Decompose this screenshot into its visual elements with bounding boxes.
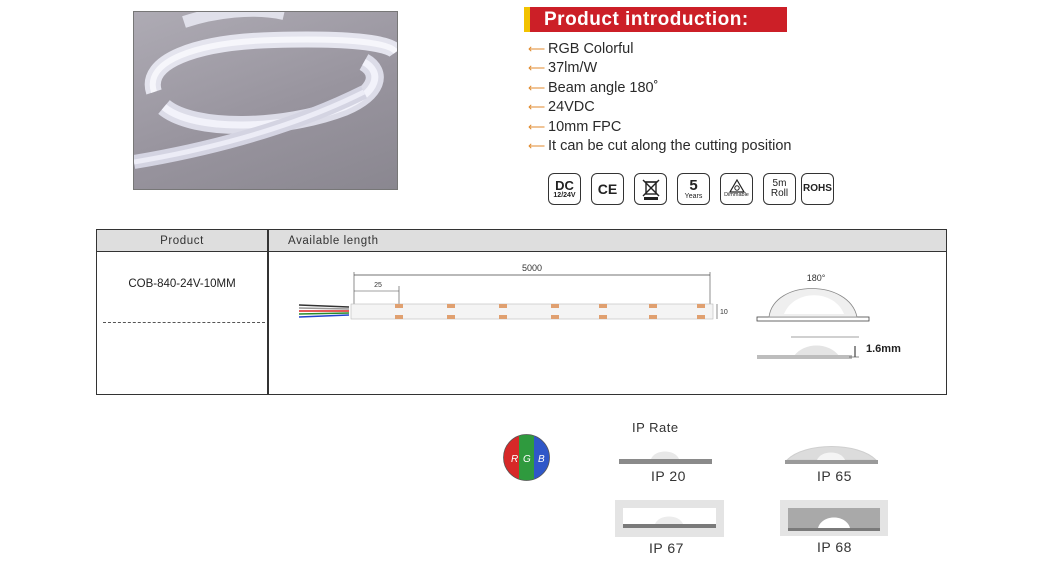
product-name: COB-840-24V-10MM	[128, 278, 236, 290]
banner-accent	[524, 7, 530, 32]
segment-length-label: 25	[374, 282, 382, 289]
thickness-label: 1.6mm	[866, 343, 901, 355]
feature-item: ⟵Beam angle 180˚	[528, 79, 791, 98]
ip67-label: IP 67	[649, 540, 684, 556]
led-strip-photo-illustration	[134, 12, 397, 169]
ip-rate-title: IP Rate	[632, 420, 679, 435]
arrow-bullet-icon: ⟵	[528, 42, 546, 56]
arrow-bullet-icon: ⟵	[528, 138, 546, 153]
ip65-profile-illustration	[785, 446, 878, 464]
total-length-label: 5000	[522, 263, 542, 273]
dashed-divider	[103, 322, 265, 323]
beam-angle-label: 180°	[807, 273, 826, 283]
dimmable-triangle-icon	[728, 179, 745, 193]
rgb-b-label: B	[538, 454, 545, 465]
spec-table: Product Available length COB-840-24V-10M…	[96, 229, 947, 395]
width-label: 10	[720, 309, 728, 316]
feature-item: ⟵It can be cut along the cutting positio…	[528, 137, 791, 156]
arrow-bullet-icon: ⟵	[528, 80, 546, 95]
ip68-label: IP 68	[817, 539, 852, 555]
arrow-bullet-icon: ⟵	[528, 100, 546, 115]
feature-list: ⟵RGB Colorful ⟵37lm/W ⟵Beam angle 180˚ ⟵…	[528, 40, 791, 156]
table-header: Product Available length	[97, 230, 946, 252]
roll-length-icon: 5m Roll	[763, 173, 796, 205]
feature-item: ⟵10mm FPC	[528, 118, 791, 137]
ip20-profile-illustration	[619, 451, 712, 464]
rgb-g-label: G	[523, 454, 531, 465]
ip68-profile-illustration	[780, 500, 888, 536]
arrow-bullet-icon: ⟵	[528, 119, 546, 134]
weee-bin-icon	[634, 173, 667, 205]
feature-item: ⟵24VDC	[528, 98, 791, 117]
rohs-icon: ROHS	[801, 173, 834, 205]
section-title: Product introduction:	[530, 7, 787, 32]
strip-dimension-diagram: 5000 25 10 180°	[298, 263, 901, 359]
ip20-label: IP 20	[651, 468, 686, 484]
cut-markers	[395, 304, 705, 319]
feature-item: ⟵RGB Colorful	[528, 40, 791, 59]
ce-mark-icon: CE	[591, 173, 624, 205]
ip65-label: IP 65	[817, 468, 852, 484]
feature-item: ⟵37lm/W	[528, 59, 791, 78]
arrow-bullet-icon: ⟵	[528, 61, 546, 76]
rgb-color-icon: R G B	[503, 434, 550, 481]
header-product: Product	[160, 235, 204, 247]
warranty-5-years-icon: 5 Years	[677, 173, 710, 205]
product-photo	[133, 11, 398, 190]
dc-voltage-icon: DC 12/24V	[548, 173, 581, 205]
header-available-length: Available length	[288, 235, 379, 247]
column-divider	[267, 230, 269, 394]
ip67-profile-illustration	[615, 500, 724, 537]
dimmable-icon: Dimmable	[720, 173, 753, 205]
rgb-r-label: R	[511, 454, 518, 465]
